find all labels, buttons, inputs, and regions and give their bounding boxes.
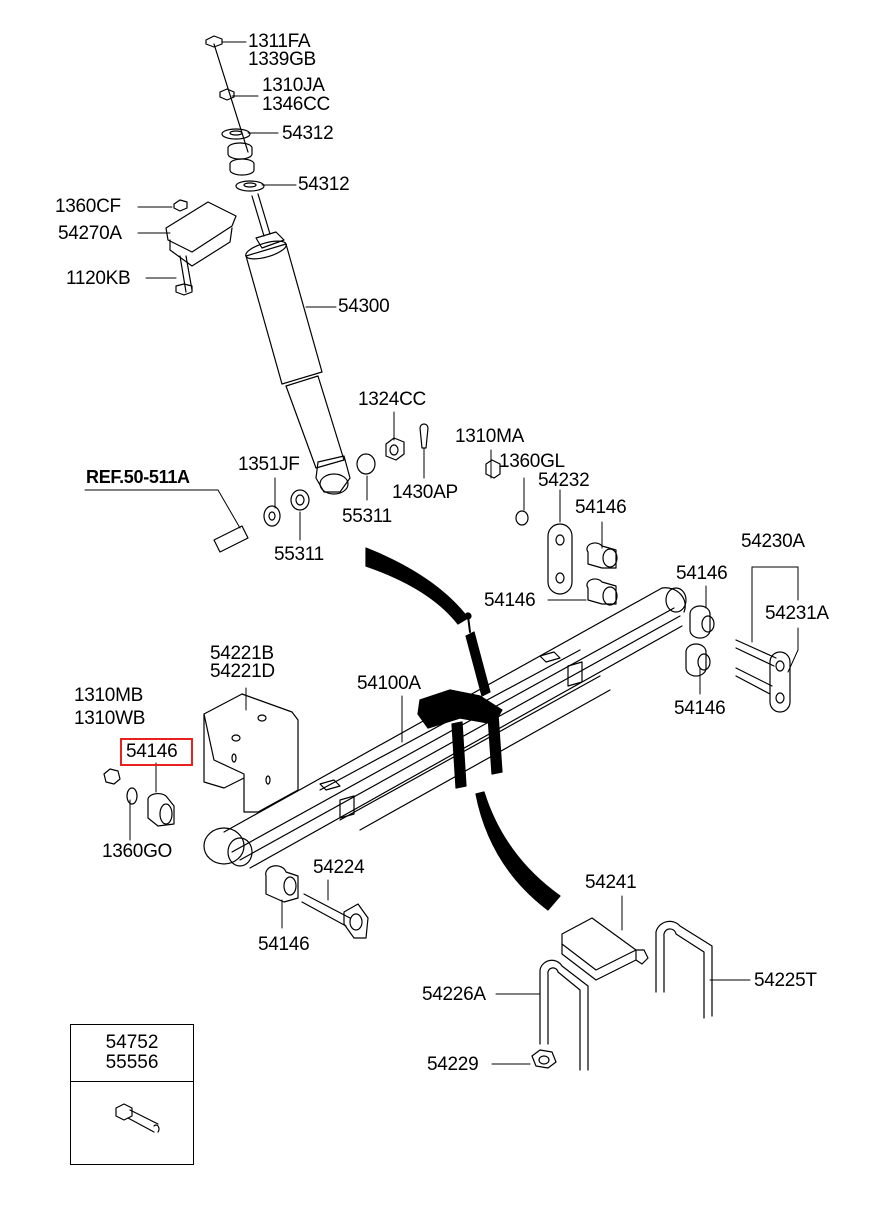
part-label-54300[interactable]: 54300 bbox=[338, 296, 390, 317]
part-label-54146-selected[interactable]: 54146 bbox=[126, 741, 178, 762]
part-label-54226A[interactable]: 54226A bbox=[422, 984, 486, 1005]
part-label-1351JF[interactable]: 1351JF bbox=[238, 454, 300, 475]
part-label-1339GB[interactable]: 1339GB bbox=[248, 49, 316, 70]
shock-absorber bbox=[245, 193, 351, 495]
part-label-1360CF[interactable]: 1360CF bbox=[55, 196, 121, 217]
shackle-front bbox=[547, 523, 618, 606]
part-label-54221B[interactable]: 54221B bbox=[210, 643, 274, 664]
part-label-54230A[interactable]: 54230A bbox=[741, 531, 805, 552]
shock-top-hardware bbox=[205, 35, 265, 192]
part-label-54146-shackle-upper[interactable]: 54146 bbox=[575, 497, 627, 518]
part-label-54312-upper[interactable]: 54312 bbox=[282, 123, 334, 144]
bolt-icon bbox=[115, 1103, 160, 1133]
shock-lower-hardware bbox=[213, 423, 529, 553]
part-label-1430AP[interactable]: 1430AP bbox=[392, 482, 458, 503]
part-label-54229[interactable]: 54229 bbox=[427, 1054, 479, 1075]
part-label-54312-lower[interactable]: 54312 bbox=[298, 174, 350, 195]
part-label-1360GL[interactable]: 1360GL bbox=[499, 451, 565, 472]
part-label-54100A[interactable]: 54100A bbox=[357, 673, 421, 694]
shackle-rear bbox=[685, 605, 791, 713]
part-label-54270A[interactable]: 54270A bbox=[58, 223, 122, 244]
hanger-bracket bbox=[203, 693, 299, 813]
part-label-1120KB[interactable]: 1120KB bbox=[66, 268, 131, 289]
part-label-1310MB[interactable]: 1310MB bbox=[74, 685, 143, 706]
center-clamp bbox=[417, 612, 503, 789]
assembly-arrows bbox=[365, 547, 561, 911]
part-label-54221D[interactable]: 54221D bbox=[210, 661, 275, 682]
part-label-55311-left[interactable]: 55311 bbox=[274, 544, 324, 565]
reference-label[interactable]: REF.50-511A bbox=[86, 467, 190, 487]
legend-part-55556: 55556 bbox=[105, 1052, 159, 1073]
legend-divider bbox=[71, 1081, 193, 1082]
legend-box[interactable]: 54752 55556 bbox=[70, 1024, 194, 1165]
legend-part-54752: 54752 bbox=[105, 1032, 159, 1053]
part-label-54225T[interactable]: 54225T bbox=[754, 970, 817, 991]
spring-pin bbox=[265, 865, 369, 939]
leaf-spring bbox=[203, 587, 687, 869]
selected-part-highlight bbox=[120, 738, 193, 766]
part-label-54232[interactable]: 54232 bbox=[538, 470, 590, 491]
part-label-1311FA[interactable]: 1311FA bbox=[248, 31, 311, 52]
part-label-1310JA[interactable]: 1310JA bbox=[262, 75, 325, 96]
part-label-54241[interactable]: 54241 bbox=[585, 872, 637, 893]
part-label-54224[interactable]: 54224 bbox=[313, 857, 365, 878]
leader-lines bbox=[84, 41, 799, 1065]
part-label-1324CC[interactable]: 1324CC bbox=[358, 389, 426, 410]
part-label-54146-shackle-lower[interactable]: 54146 bbox=[484, 590, 536, 611]
part-label-55311-right[interactable]: 55311 bbox=[342, 506, 392, 527]
part-label-54146-pin[interactable]: 54146 bbox=[258, 934, 310, 955]
part-label-54146-rear-lower[interactable]: 54146 bbox=[674, 698, 726, 719]
part-label-54231A[interactable]: 54231A bbox=[765, 603, 829, 624]
mount-bracket bbox=[165, 199, 237, 296]
part-label-1310MA[interactable]: 1310MA bbox=[455, 426, 524, 447]
part-label-1360GO[interactable]: 1360GO bbox=[102, 841, 173, 862]
part-label-54146-rear-upper[interactable]: 54146 bbox=[676, 563, 728, 584]
part-label-1346CC[interactable]: 1346CC bbox=[262, 94, 330, 115]
front-eye-hardware bbox=[103, 768, 175, 827]
part-label-1310WB[interactable]: 1310WB bbox=[74, 708, 146, 729]
ubolt-assembly bbox=[531, 917, 713, 1071]
